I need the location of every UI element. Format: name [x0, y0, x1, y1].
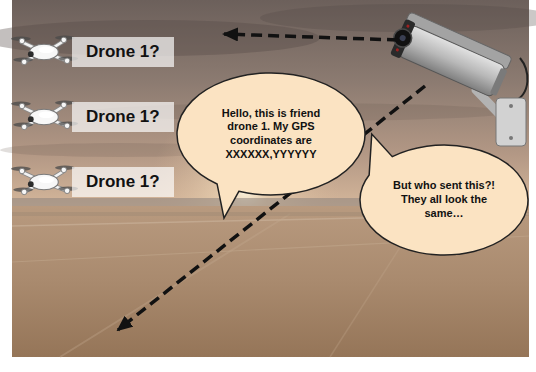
drone-icon — [11, 166, 78, 195]
cloud — [260, 4, 536, 32]
drone-label-box: Drone 1? — [72, 167, 174, 197]
drone-label: Drone 1? — [86, 172, 160, 192]
bubble-text: But who sent this?! They all look the sa… — [386, 179, 502, 220]
drone-label: Drone 1? — [86, 42, 160, 62]
camera-cable — [513, 58, 527, 102]
security-camera — [386, 10, 527, 146]
camera-lens — [391, 26, 415, 50]
camera-body — [397, 24, 506, 97]
dashed-arrow — [224, 34, 398, 40]
track — [60, 214, 290, 357]
drone-label-box: Drone 1? — [72, 37, 174, 67]
ir-led — [406, 24, 410, 28]
bubble-text: Hello, this is friend drone 1. My GPS co… — [209, 107, 333, 162]
drone-icon — [11, 36, 78, 65]
bubble-shape — [177, 73, 365, 218]
screw — [509, 104, 513, 108]
text-holder: Hello, this is friend drone 1. My GPS co… — [209, 107, 333, 162]
camera-cap — [490, 68, 508, 96]
text-holder: Drone 1? — [86, 42, 160, 62]
text-holder: But who sent this?! They all look the sa… — [386, 179, 502, 220]
lens-glass — [399, 34, 407, 42]
text-holder: Drone 1? — [86, 172, 160, 192]
speech-bubble: Hello, this is friend drone 1. My GPS co… — [177, 73, 365, 195]
desert-photo — [0, 0, 536, 357]
drone-icon — [11, 101, 78, 130]
wall-plate — [496, 98, 526, 146]
text-holder: Drone 1? — [86, 107, 160, 127]
speech-bubble: But who sent this?! They all look the sa… — [360, 145, 528, 255]
drone-label: Drone 1? — [86, 107, 160, 127]
ir-led — [395, 48, 399, 52]
screw — [509, 136, 513, 140]
bubble-shape — [360, 134, 528, 255]
drone-label-box: Drone 1? — [72, 102, 174, 132]
